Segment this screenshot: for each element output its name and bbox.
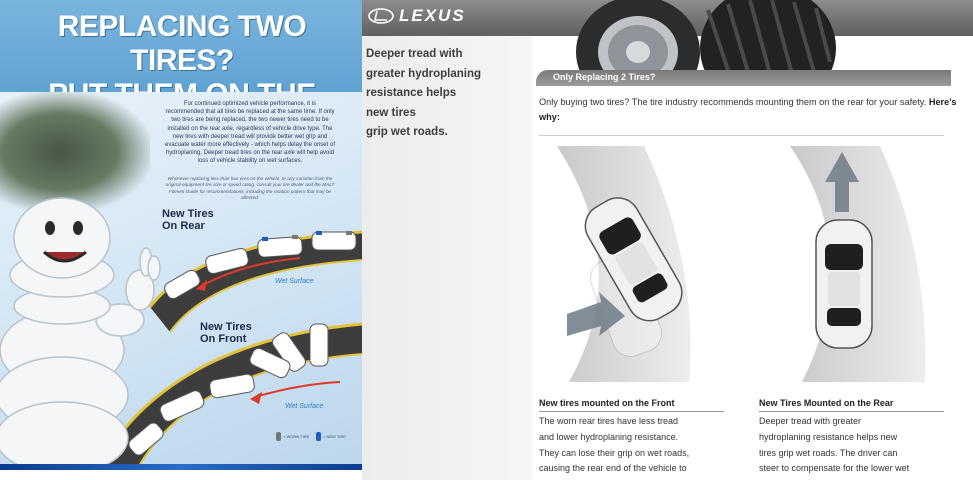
road-illustration <box>98 230 362 464</box>
lexus-emblem-icon <box>368 8 394 24</box>
front-text-line: The worn rear tires have less tread <box>539 416 679 426</box>
car-top-view <box>815 219 873 349</box>
section-tab[interactable]: Only Replacing 2 Tires? <box>536 70 951 86</box>
lexus-side-text: Deeper tread with greater hydroplaning r… <box>366 45 526 143</box>
rear-text-line: tires grip wet roads. The driver can <box>759 447 898 458</box>
lexus-sidebar <box>362 36 532 480</box>
wet-surface-label-2: Wet Surface <box>285 403 324 410</box>
lower-arrow-head <box>250 392 262 404</box>
lower-wet-arrow <box>254 381 341 398</box>
divider <box>539 135 944 136</box>
scenario-front-line2: On Front <box>200 333 247 345</box>
upper-road <box>150 232 362 332</box>
front-text-line: causing the rear end of the vehicle to <box>539 463 687 474</box>
mascot-finger <box>139 247 161 281</box>
michelin-poster: REPLACING TWO TIRES? PUT THEM ON THE REA… <box>0 0 362 480</box>
wet-surface-label-1: Wet Surface <box>275 278 314 285</box>
rear-text-line: Deeper tread with greater <box>759 416 862 426</box>
intro-bold: Here's why: <box>539 97 957 122</box>
legend-new: = NEW TIRE <box>316 432 346 441</box>
front-text-line: They can lose their grip on wet roads, <box>539 447 690 458</box>
legend-worn: = WORN TIRE <box>276 432 309 441</box>
upper-arrow-head <box>196 280 207 291</box>
front-column-text: The worn rear tires have less tread and … <box>539 414 729 477</box>
intro-text: Only buying two tires? The tire industry… <box>539 97 927 107</box>
poster-note: Whenever replacing less than four tires … <box>165 176 335 201</box>
legend-worn-label: = WORN TIRE <box>283 434 310 439</box>
tire-left <box>576 0 700 78</box>
rear-text-line: steer to compensate for the lower wet <box>759 463 910 474</box>
rear-column-rule <box>759 411 944 412</box>
rear-column-title: New Tires Mounted on the Rear <box>759 398 894 408</box>
scenario-rear-line1: New Tires <box>162 208 214 220</box>
scenario-rear-label: New Tires On Rear <box>162 208 214 232</box>
section-tab-label: Only Replacing 2 Tires? <box>553 72 656 82</box>
upper-cars <box>164 231 357 300</box>
michelin-mascot <box>0 197 161 464</box>
side-text-line: greater hydroplaning <box>366 67 482 80</box>
lexus-wordmark: LEXUS <box>399 6 466 25</box>
front-tires-diagram <box>557 146 691 382</box>
rear-column-text: Deeper tread with greater hydroplaning r… <box>759 414 949 477</box>
front-text-line: and lower hydroplaning resistance. <box>539 431 679 442</box>
upper-road-edge-2 <box>169 259 362 333</box>
upper-wet-arrow <box>199 257 301 288</box>
upper-car-tires <box>262 231 352 241</box>
tires-header-image <box>576 0 836 78</box>
poster-footer-stripe <box>0 464 362 470</box>
intro-paragraph: Only buying two tires? The tire industry… <box>539 95 959 125</box>
skid-arrow <box>567 292 625 336</box>
car-top-view <box>584 197 683 322</box>
forward-arrow <box>825 152 859 212</box>
poster-header: REPLACING TWO TIRES? PUT THEM ON THE REA… <box>0 0 362 145</box>
rear-text-line: hydroplaning resistance helps new <box>759 431 898 442</box>
legend-new-label: = NEW TIRE <box>323 434 346 439</box>
tire-right <box>700 0 836 78</box>
rear-tires-diagram <box>790 146 926 382</box>
new-tire-swatch <box>316 432 321 441</box>
lexus-logo[interactable]: LEXUS <box>368 6 466 26</box>
front-column-rule <box>539 411 724 412</box>
scenario-front-line1: New Tires <box>200 321 252 333</box>
worn-tire-swatch <box>276 432 281 441</box>
lower-cars <box>128 323 329 456</box>
poster-title-line1: REPLACING TWO TIRES? <box>57 10 307 77</box>
side-text-line: resistance helps <box>366 87 457 99</box>
side-text-line: new tires <box>366 106 416 119</box>
side-text-line: grip wet roads. <box>366 126 448 138</box>
motion-blur-background <box>0 92 150 212</box>
poster-paragraph: For continued optimized vehicle performa… <box>165 101 335 165</box>
scenario-front-label: New Tires On Front <box>200 321 252 345</box>
side-text-line: Deeper tread with <box>366 48 463 60</box>
scenario-rear-line2: On Rear <box>162 220 205 232</box>
poster-footer <box>0 464 362 480</box>
lexus-panel: LEXUS Deeper tread with greater hydropla… <box>362 0 973 480</box>
front-column-title: New tires mounted on the Front <box>539 398 675 408</box>
